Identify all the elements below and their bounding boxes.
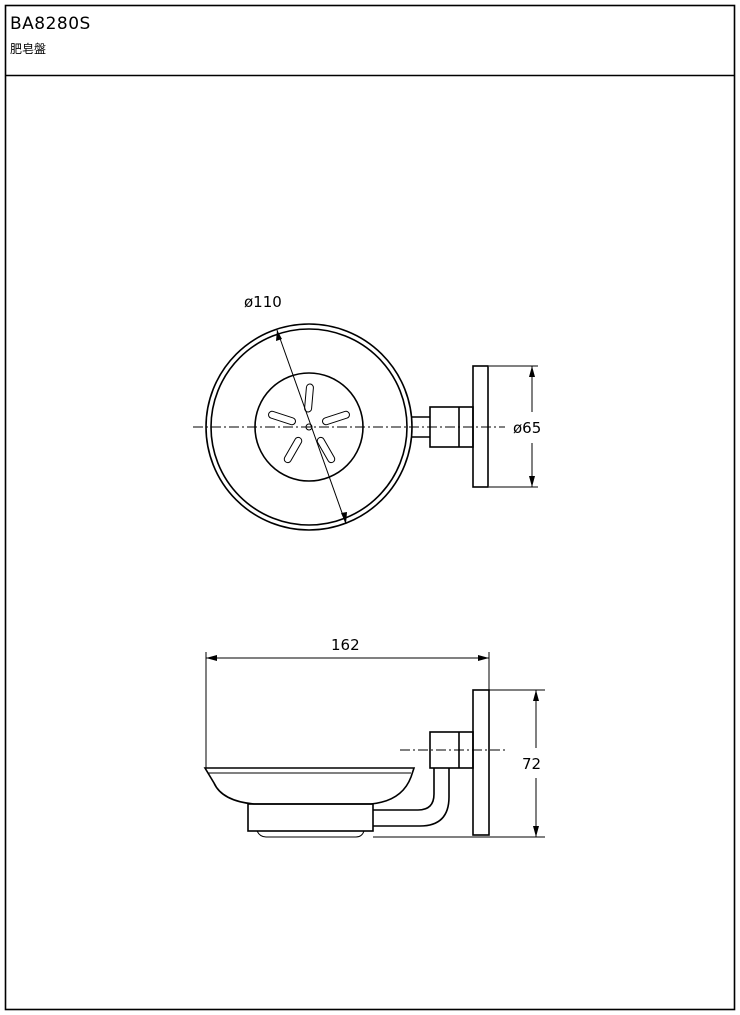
product-name: 肥皂盤 bbox=[10, 42, 47, 56]
dim-arrow bbox=[341, 512, 347, 524]
model-number: BA8280S bbox=[10, 14, 91, 34]
drain-slot bbox=[283, 436, 303, 464]
dim-arrow bbox=[478, 655, 489, 661]
dim-arrow bbox=[529, 366, 535, 377]
base-diameter-label: ø65 bbox=[513, 419, 541, 437]
wall-plate-side bbox=[472, 689, 490, 836]
arm-inner bbox=[373, 768, 450, 827]
dish-diameter-label: ø110 bbox=[244, 293, 282, 311]
top-view: ø110 ø65 bbox=[193, 293, 541, 531]
diameter-dim-line bbox=[276, 329, 347, 525]
dish-foot bbox=[256, 830, 365, 838]
sheet-border bbox=[4, 4, 736, 1011]
wall-plate bbox=[472, 365, 489, 488]
dish-outer-rim bbox=[205, 323, 413, 531]
title-block: BA8280S 肥皂盤 bbox=[10, 14, 91, 57]
dim-arrow bbox=[533, 826, 539, 837]
overall-height-label: 72 bbox=[522, 755, 541, 773]
dim-arrow bbox=[529, 476, 535, 487]
dim-arrow bbox=[533, 690, 539, 701]
dish-inner-rim bbox=[210, 328, 408, 526]
drain-area bbox=[254, 372, 364, 482]
dim-arrow bbox=[276, 330, 282, 341]
drain-slot bbox=[268, 410, 296, 426]
arm-outer bbox=[373, 768, 435, 811]
drain-slots bbox=[268, 383, 350, 464]
dim-arrow bbox=[206, 655, 217, 661]
overall-length-label: 162 bbox=[331, 636, 360, 654]
drain-slot bbox=[304, 383, 314, 413]
dish-base bbox=[247, 803, 374, 832]
side-view: 162 72 bbox=[203, 636, 545, 838]
drain-slot bbox=[316, 436, 336, 464]
drain-slot bbox=[322, 410, 350, 426]
